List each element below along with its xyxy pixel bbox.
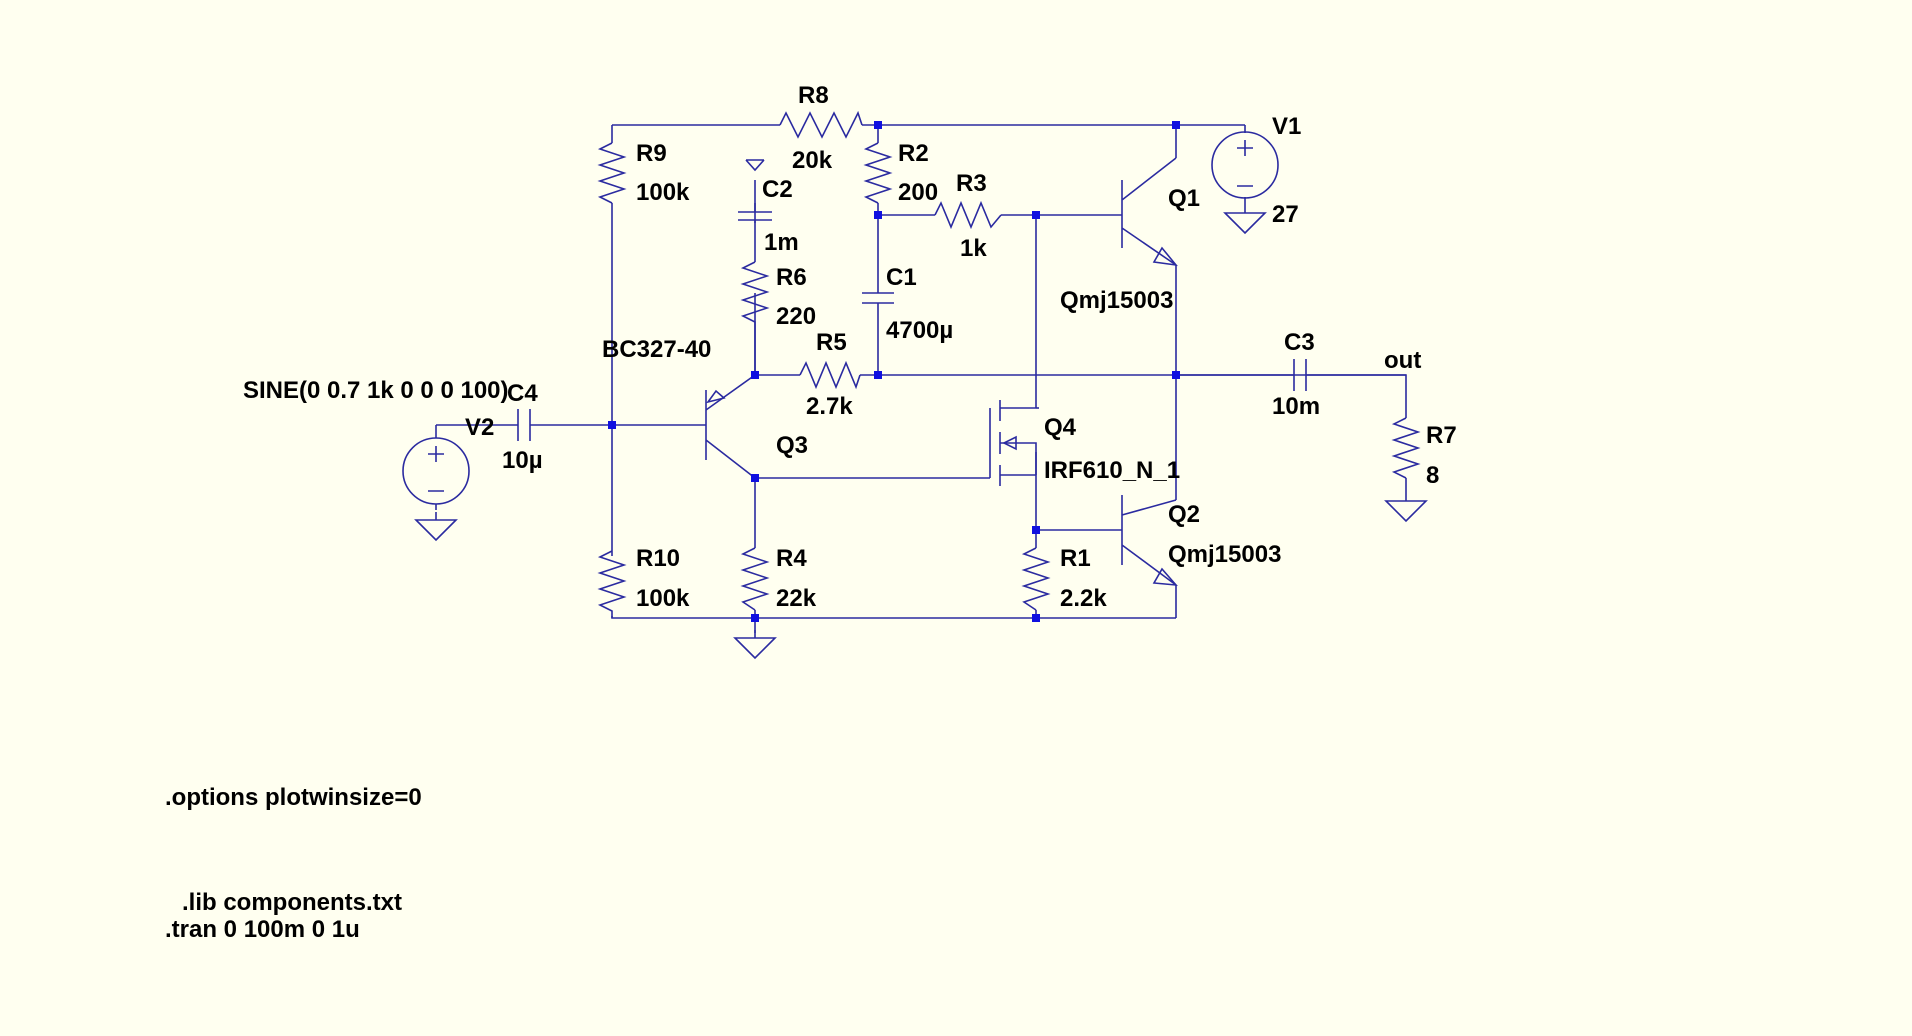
ground-r7-icon: [1385, 492, 1427, 522]
label-R6-ref: R6: [776, 264, 807, 291]
transistor-Q3-symbol[interactable]: [705, 374, 756, 479]
mosfet-Q4-symbol[interactable]: [989, 400, 1037, 486]
label-R5-ref: R5: [816, 329, 847, 356]
label-V1-value: 27: [1272, 201, 1299, 228]
label-C4-ref: C4: [507, 380, 538, 407]
label-R6-value: 220: [776, 303, 816, 330]
label-R3-ref: R3: [956, 170, 987, 197]
label-R1-value: 2.2k: [1060, 585, 1107, 612]
label-R7-ref: R7: [1426, 422, 1457, 449]
label-Q3-value: BC327-40: [602, 336, 711, 363]
label-R7-value: 8: [1426, 462, 1439, 489]
resistor-R2-symbol[interactable]: [863, 142, 893, 204]
transistor-Q1-symbol[interactable]: [1121, 157, 1178, 267]
label-R10-value: 100k: [636, 585, 690, 612]
label-C2-value: 1m: [764, 229, 799, 256]
label-Q3-ref: Q3: [776, 432, 808, 459]
label-V2-ref: V2: [465, 414, 494, 441]
label-Q1-ref: Q1: [1168, 185, 1200, 212]
resistor-R9-symbol[interactable]: [597, 142, 627, 204]
resistor-R7-symbol[interactable]: [1391, 417, 1421, 479]
label-Q4-value: IRF610_N_1: [1044, 457, 1180, 484]
label-R1-ref: R1: [1060, 545, 1091, 572]
label-R5-value: 2.7k: [806, 393, 853, 420]
label-C1-value: 4700µ: [886, 317, 953, 344]
junction-dots: [608, 121, 1180, 622]
label-Q2-value: Qmj15003: [1168, 541, 1281, 568]
resistor-R3-symbol[interactable]: [934, 200, 1002, 230]
resistor-R6-symbol[interactable]: [740, 261, 770, 360]
resistor-R10-symbol[interactable]: [597, 550, 627, 618]
capacitor-C4-symbol[interactable]: [517, 409, 531, 441]
label-Q1-value: Qmj15003: [1060, 287, 1173, 314]
label-C4-value: 10µ: [502, 447, 543, 474]
voltage-source-V1-symbol[interactable]: [1211, 131, 1279, 234]
label-R2-ref: R2: [898, 140, 929, 167]
capacitor-C3-symbol[interactable]: [1176, 359, 1307, 391]
label-R2-value: 200: [898, 179, 938, 206]
label-C3-value: 10m: [1272, 393, 1320, 420]
voltage-source-V2-symbol[interactable]: [402, 425, 470, 541]
label-Q2-ref: Q2: [1168, 501, 1200, 528]
transistor-Q2-symbol[interactable]: [1121, 495, 1178, 586]
resistor-R8-symbol[interactable]: [779, 110, 863, 139]
resistor-R4-symbol[interactable]: [740, 547, 770, 611]
label-R8-value: 20k: [792, 147, 833, 174]
label-C1-ref: C1: [886, 264, 917, 291]
label-V1-ref: V1: [1272, 113, 1301, 140]
label-R9-ref: R9: [636, 140, 667, 167]
label-R4-value: 22k: [776, 585, 817, 612]
capacitor-C2-symbol[interactable]: [738, 159, 772, 262]
directive-options[interactable]: .options plotwinsize=0: [165, 784, 422, 811]
directive-tran[interactable]: .tran 0 100m 0 1u: [165, 916, 360, 943]
ground-bottom-icon: [734, 629, 776, 659]
resistor-R5-symbol[interactable]: [799, 360, 861, 390]
directive-lib[interactable]: .lib components.txt: [182, 889, 402, 916]
capacitor-C1-symbol[interactable]: [862, 292, 894, 315]
label-R9-value: 100k: [636, 179, 690, 206]
label-Q4-ref: Q4: [1044, 414, 1077, 441]
resistor-R1-symbol[interactable]: [1021, 547, 1051, 611]
label-R4-ref: R4: [776, 545, 807, 572]
net-label-out: out: [1384, 347, 1421, 374]
label-V2-value: SINE(0 0.7 1k 0 0 0 100): [243, 377, 509, 404]
label-R3-value: 1k: [960, 235, 987, 262]
label-C2-ref: C2: [762, 176, 793, 203]
label-C3-ref: C3: [1284, 329, 1315, 356]
label-R8-ref: R8: [798, 82, 829, 109]
label-R10-ref: R10: [636, 545, 680, 572]
